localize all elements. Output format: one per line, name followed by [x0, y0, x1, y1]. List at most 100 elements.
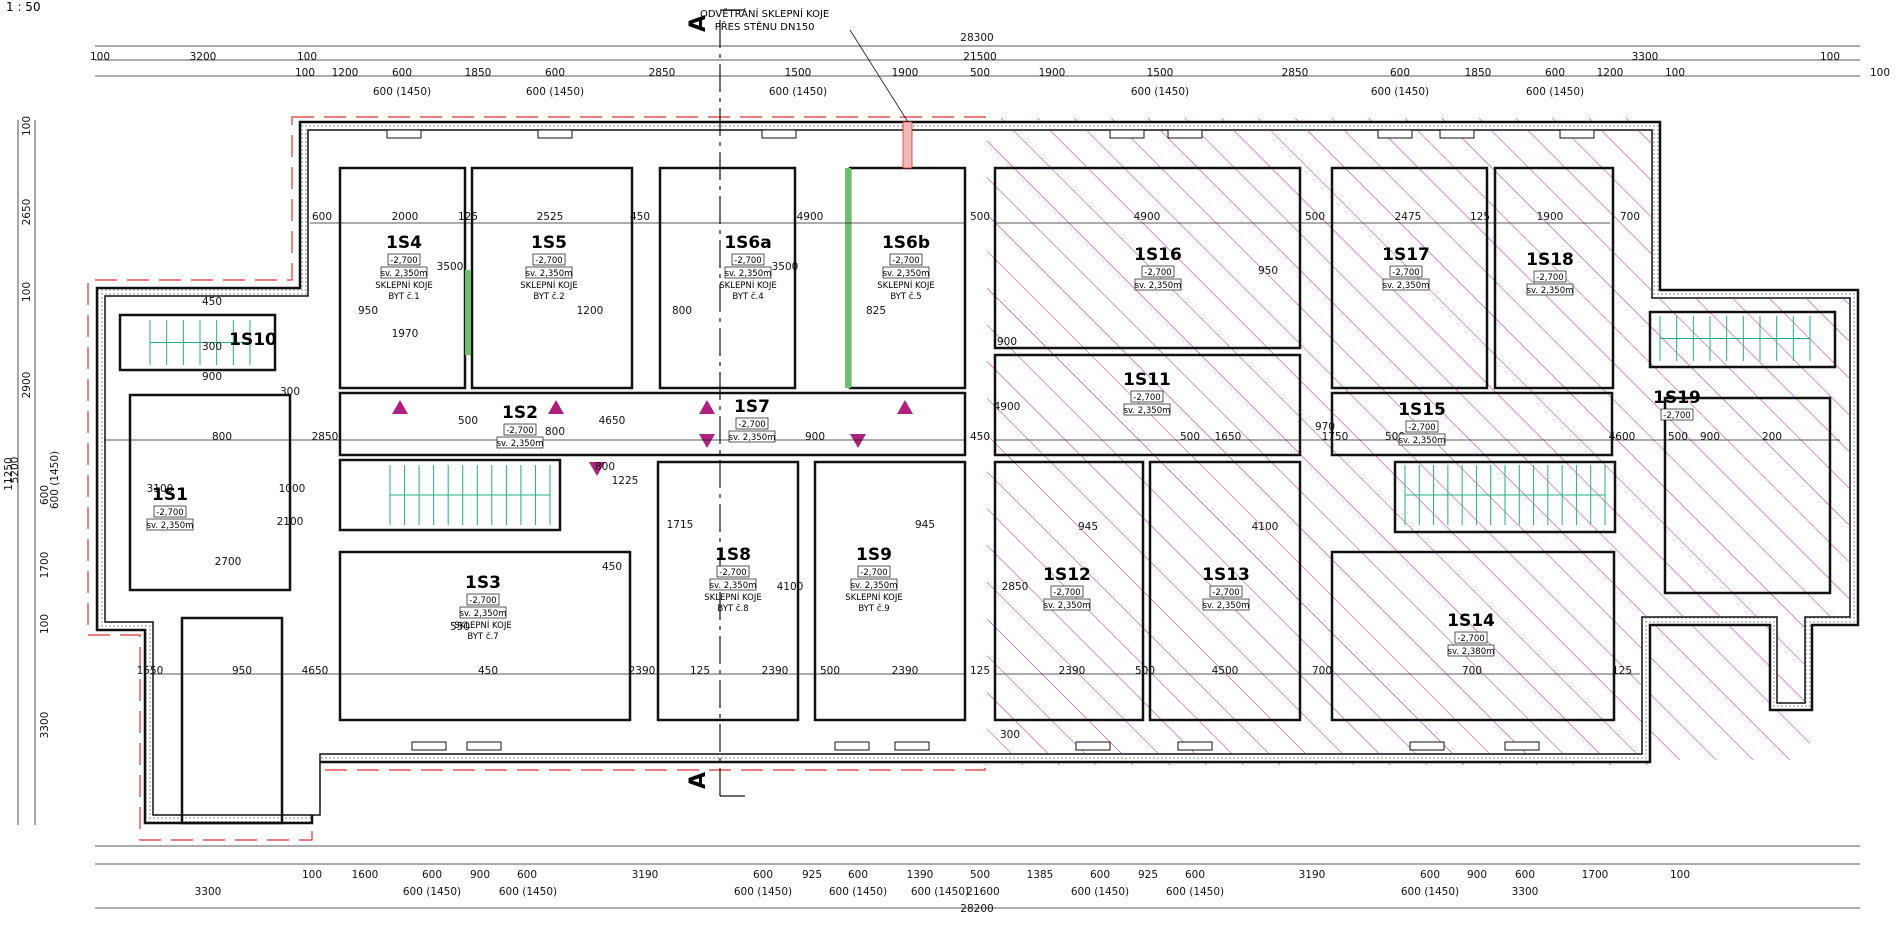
dim-top-row2: 1500: [1147, 67, 1174, 79]
dim-inner: 800: [545, 426, 565, 438]
scale-label: 1 : 50: [6, 0, 41, 14]
level-box: [1389, 265, 1423, 278]
dim-inner: 2390: [892, 665, 919, 677]
room-desc: SKLEPNÍ KOJE: [520, 279, 577, 291]
dim-inner: 3500: [772, 261, 799, 273]
vent-note-line1: ODVĚTRÁNÍ SKLEPNÍ KOJE: [700, 9, 830, 20]
window: [761, 129, 797, 139]
dim-inner: 500: [1668, 431, 1688, 443]
window: [1439, 129, 1475, 139]
dim-inner: 970: [1315, 421, 1335, 433]
dim-inner: 550: [450, 621, 470, 633]
level-box: [731, 253, 765, 266]
dim-inner: 1650: [1215, 431, 1242, 443]
dim-left-row: 2650: [21, 199, 33, 226]
green-strip-1: [465, 270, 471, 355]
height-box: [882, 266, 930, 279]
dim-inner: 1750: [1322, 431, 1349, 443]
dim-top-row3: 600 (1450): [1131, 86, 1189, 98]
room-1S12: [993, 460, 1145, 722]
dim-left-total: 11250: [3, 457, 15, 490]
room-height: sv. 2,350m: [1527, 286, 1574, 296]
room-height: sv. 2,350m: [1383, 281, 1430, 291]
dim-top-row1: 3300: [1632, 51, 1659, 63]
dim-left-row: 100: [21, 282, 33, 302]
dim-bottom-row2: 600 (1450): [1401, 886, 1459, 898]
room-1S5: [470, 166, 634, 390]
dim-top-row2: 1850: [1465, 67, 1492, 79]
room-desc: SKLEPNÍ KOJE: [704, 591, 761, 603]
dim-inner: 950: [1258, 265, 1278, 277]
dim-inner: 900: [202, 371, 222, 383]
dim-top-row2: 600: [1390, 67, 1410, 79]
room-desc: SKLEPNÍ KOJE: [719, 279, 776, 291]
dim-inner: 4500: [1212, 665, 1239, 677]
room-level: -2,700: [469, 596, 496, 606]
dim-bottom-row2: 3300: [1512, 886, 1539, 898]
room-height: sv. 2,350m: [381, 269, 428, 279]
dim-top-row2: 100: [1665, 67, 1685, 79]
dim-top-row1: 100: [1820, 51, 1840, 63]
room-id: 1S7: [734, 397, 770, 417]
dim-inner: 2850: [1002, 581, 1029, 593]
dim-inner: 2390: [629, 665, 656, 677]
dim-inner: 300: [202, 341, 222, 353]
room-id: 1S16: [1134, 245, 1182, 265]
room-level: -2,700: [1144, 268, 1171, 278]
dim-left-row: 3300: [39, 712, 51, 739]
level-box: [1405, 420, 1439, 433]
dim-bottom-row2: 600 (1450): [829, 886, 887, 898]
level-box: [1454, 631, 1488, 644]
height-box: [1134, 278, 1182, 291]
marker-down: [850, 434, 866, 448]
room-id: 1S6a: [724, 233, 771, 253]
dim-inner: 4650: [302, 665, 329, 677]
room-level: -2,700: [892, 256, 919, 266]
dim-inner: 900: [1700, 431, 1720, 443]
dim-bottom-row1: 100: [302, 869, 322, 881]
room-right-lower: [1663, 396, 1832, 595]
height-box: [1398, 433, 1446, 446]
dim-inner: 2390: [762, 665, 789, 677]
dim-top-row2: 1900: [1039, 67, 1066, 79]
dim-inner: 500: [1180, 431, 1200, 443]
corridor: [338, 391, 967, 457]
dim-bottom-row2: 600 (1450): [1166, 886, 1224, 898]
dim-inner: 945: [1078, 521, 1098, 533]
room-id: 1S1: [152, 485, 188, 505]
dim-bottom-row1: 600: [1515, 869, 1535, 881]
room-desc: SKLEPNÍ KOJE: [877, 279, 934, 291]
dim-inner: 1715: [667, 519, 694, 531]
dim-bottom-row2: 600 (1450): [734, 886, 792, 898]
height-box: [459, 606, 507, 619]
dim-top-row1: 3200: [190, 51, 217, 63]
dim-inner: 800: [212, 431, 232, 443]
room-1S3: [338, 550, 632, 722]
dim-bottom-row1: 600: [1185, 869, 1205, 881]
dim-inner: 450: [602, 561, 622, 573]
dim-inner: 125: [458, 211, 478, 223]
room-1S11: [993, 353, 1302, 457]
dim-inner: 500: [970, 211, 990, 223]
room-level: -2,700: [1536, 273, 1563, 283]
marker-up: [897, 400, 913, 414]
window: [1075, 741, 1111, 751]
level-box: [466, 593, 500, 606]
dim-inner: 500: [1135, 665, 1155, 677]
dim-bottom-row1: 925: [1138, 869, 1158, 881]
dim-inner: 2850: [312, 431, 339, 443]
room-height: sv. 2,350m: [1203, 601, 1250, 611]
dim-top-row3: 600 (1450): [526, 86, 584, 98]
dim-bottom-row1: 1600: [352, 869, 379, 881]
height-box: [525, 266, 573, 279]
height-box: [850, 578, 898, 591]
height-box: [724, 266, 772, 279]
